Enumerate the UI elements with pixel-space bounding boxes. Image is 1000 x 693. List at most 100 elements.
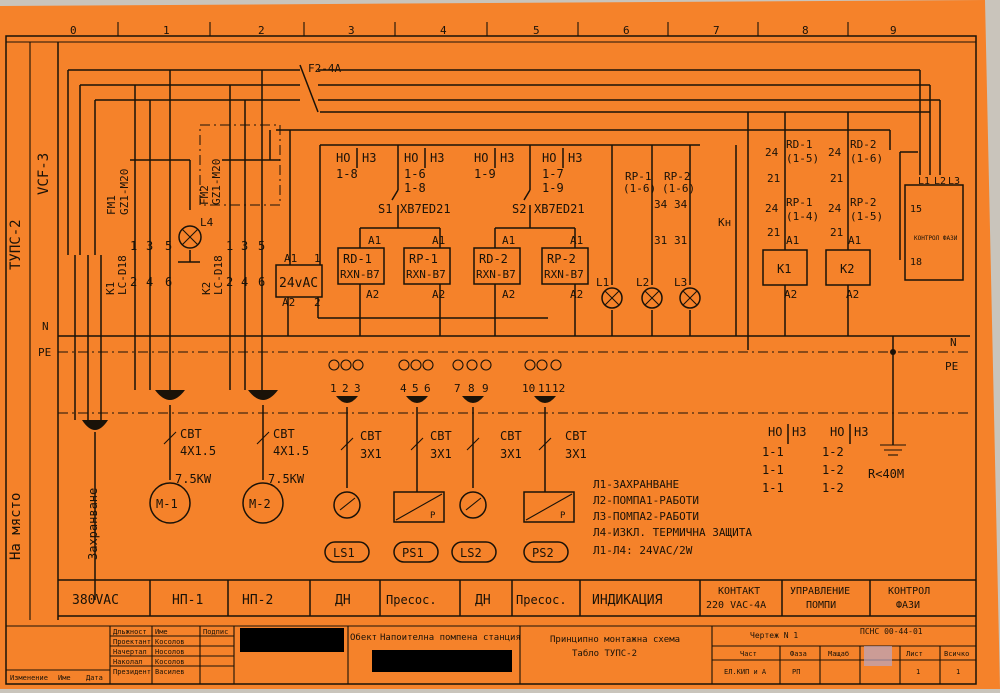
svg-text:3X1: 3X1 [360, 447, 382, 461]
svg-text:СВТ: СВТ [565, 429, 587, 443]
svg-text:10: 10 [522, 382, 535, 395]
svg-text:24: 24 [765, 202, 779, 215]
svg-text:A2: A2 [502, 288, 515, 301]
svg-text:Пресос.: Пресос. [386, 593, 437, 607]
title-block-meta: Част Фаза Мащаб Лист Всичко ЕЛ.КИП и А Р… [724, 650, 969, 676]
svg-text:8: 8 [468, 382, 475, 395]
k1-label: K1 [104, 282, 117, 295]
k1-coil-box [762, 249, 808, 286]
col-2: 2 [258, 24, 265, 37]
svg-text:СВТ: СВТ [360, 429, 382, 443]
svg-text:S1: S1 [378, 202, 392, 216]
svg-text:6: 6 [165, 275, 172, 289]
relay-rd1: A1 RD-1 RXN-B7 A2 [337, 234, 385, 301]
fm1-type: GZ1-M20 [118, 169, 131, 215]
k2-type: LC-D18 [212, 255, 225, 295]
svg-text:1-9: 1-9 [542, 181, 564, 195]
svg-text:НЗ: НЗ [792, 425, 806, 439]
svg-text:Чертеж N 1: Чертеж N 1 [750, 631, 798, 640]
l4-label: L4 [200, 216, 214, 229]
svg-text:3: 3 [354, 382, 361, 395]
svg-text:A2: A2 [570, 288, 583, 301]
svg-text:Лист: Лист [906, 650, 923, 658]
svg-text:A1: A1 [432, 234, 445, 247]
svg-text:(1-6): (1-6) [623, 182, 656, 195]
svg-text:ИНДИКАЦИЯ: ИНДИКАЦИЯ [592, 593, 663, 608]
pressure-switch-2-icon [523, 491, 575, 523]
col-6: 6 [623, 24, 630, 37]
svg-text:2: 2 [130, 275, 137, 289]
col-3: 3 [348, 24, 355, 37]
psu-label: 24vAC [279, 276, 318, 291]
svg-text:1-2: 1-2 [822, 481, 844, 495]
svg-text:P: P [430, 511, 436, 521]
svg-text:4: 4 [241, 275, 248, 289]
svg-text:Име: Име [58, 674, 71, 682]
svg-text:Л2-ПОМПА1-РАБОТИ: Л2-ПОМПА1-РАБОТИ [593, 494, 699, 507]
side-zahranvane: Захранване [86, 488, 100, 560]
svg-text:1: 1 [916, 668, 920, 676]
svg-text:RXN-B7: RXN-B7 [406, 268, 446, 281]
k1-type: LC-D18 [116, 255, 129, 295]
phase-control-label: КОНТРОЛ ФАЗИ [914, 235, 958, 242]
svg-text:1-6: 1-6 [404, 167, 426, 181]
svg-text:LS2: LS2 [460, 546, 482, 560]
svg-text:(1-5): (1-5) [786, 152, 819, 165]
svg-text:6: 6 [258, 275, 265, 289]
svg-text:1: 1 [130, 239, 137, 253]
col-8: 8 [802, 24, 809, 37]
svg-text:3X1: 3X1 [565, 447, 587, 461]
svg-text:24: 24 [828, 146, 842, 159]
svg-text:N: N [42, 320, 49, 333]
sensors: P P LS1 PS1 LS2 PS2 [324, 491, 575, 563]
drawing-code: ПСНС 00-44-01 [860, 627, 923, 636]
svg-text:1: 1 [956, 668, 960, 676]
svg-text:2: 2 [226, 275, 233, 289]
svg-text:6: 6 [424, 382, 431, 395]
svg-text:1-1: 1-1 [762, 481, 784, 495]
level-sensor-1-icon [333, 491, 361, 519]
fm1-label: FM1 [105, 195, 118, 215]
svg-text:PE: PE [38, 346, 51, 359]
svg-text:Дльжност: Дльжност [113, 628, 147, 636]
col-5: 5 [533, 24, 540, 37]
svg-text:Мащаб: Мащаб [828, 650, 849, 658]
svg-text:RP-1: RP-1 [786, 196, 813, 209]
svg-text:1: 1 [314, 252, 321, 265]
svg-text:21: 21 [830, 226, 843, 239]
motor-feeders [74, 70, 280, 420]
side-tups: ТУПС-2 [8, 219, 24, 270]
svg-text:7.5KW: 7.5KW [268, 472, 305, 486]
svg-text:1-2: 1-2 [822, 463, 844, 477]
column-numbers: 0 1 2 3 4 5 6 7 8 9 [70, 24, 897, 37]
svg-text:12: 12 [552, 382, 565, 395]
svg-text:31: 31 [654, 234, 667, 247]
svg-text:ДН: ДН [475, 593, 491, 608]
svg-text:(1-6): (1-6) [662, 182, 695, 195]
svg-text:Дата: Дата [86, 674, 103, 682]
svg-text:ФАЗИ: ФАЗИ [896, 600, 920, 611]
level-sensor-2-icon [459, 491, 487, 519]
object-name: Напоителна помпена станция [380, 633, 521, 643]
svg-text:L2: L2 [934, 176, 946, 187]
svg-text:A2: A2 [432, 288, 445, 301]
svg-text:Проектант: Проектант [113, 638, 151, 646]
svg-text:380VAC: 380VAC [72, 593, 119, 608]
svg-text:Кн: Кн [718, 216, 731, 229]
svg-text:Подпис: Подпис [203, 628, 228, 636]
svg-text:НП-1: НП-1 [172, 593, 203, 608]
svg-text:RP-2: RP-2 [547, 252, 576, 266]
svg-text:L1: L1 [918, 176, 930, 187]
svg-text:RXN-B7: RXN-B7 [340, 268, 380, 281]
fm2-type: GZ1-M20 [210, 159, 223, 205]
svg-text:1: 1 [226, 239, 233, 253]
col-9: 9 [890, 24, 897, 37]
main-fuse-label: F2-4A [308, 62, 341, 75]
svg-text:4X1.5: 4X1.5 [273, 444, 309, 458]
svg-text:1-7: 1-7 [542, 167, 564, 181]
svg-text:XB7ED21: XB7ED21 [400, 202, 451, 216]
